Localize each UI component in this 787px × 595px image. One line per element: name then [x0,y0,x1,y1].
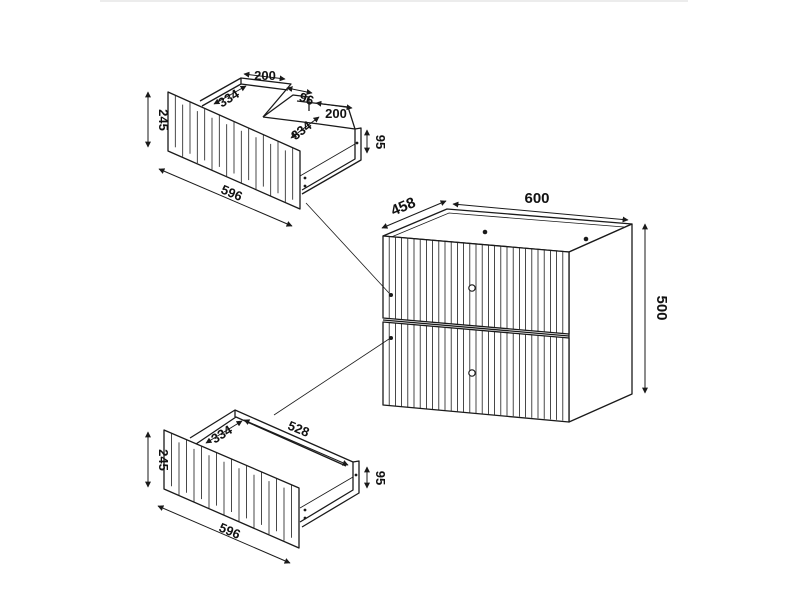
top-drawer-rear-hole [355,141,359,145]
dim-label-top-inner-height: 95 [373,135,388,149]
bottom-drawer-exploded: 334 528 95 245 596 [145,409,388,564]
top-drawer-rail-hole-2 [303,184,307,188]
dim-line-bottom-inner-width [243,419,349,466]
dim-line-bottom-front-width [157,505,291,564]
top-mount-hole-right [583,236,589,242]
dim-line-top-left-width [243,71,286,82]
top-drawer-exploded: 200 334 96 200 334 95 245 596 [145,68,388,227]
cabinet-flutes [388,236,564,421]
lower-drawer-knob [468,369,476,377]
dim-label-top-front-width: 596 [219,182,245,204]
top-drawer-right-wall [301,127,362,195]
dim-line-top-left-depth [213,85,247,105]
dim-line-top-divider-gap [286,86,313,95]
lower-drawer-pointer-dot [389,336,393,340]
dim-label-bottom-inner-depth: 334 [208,422,235,447]
dim-line-bottom-inner-depth [205,420,243,444]
bottom-drawer-right-wall [301,460,360,528]
bottom-drawer-rail-hole-1 [303,508,307,512]
dim-line-top-right-width [315,100,353,111]
dim-label-width: 600 [524,190,549,207]
bottom-drawer-rear-hole [354,473,358,477]
upper-drawer-knob [468,284,476,292]
dim-line-width [452,201,629,223]
drawer-split-line [382,319,570,337]
top-drawer-rail-hole-1 [303,176,307,180]
bottom-drawer-inner-floor [299,476,354,509]
dim-label-bottom-front-height: 245 [156,449,171,471]
dim-label-height: 500 [653,295,670,320]
dim-line-top-right-depth [290,116,320,139]
dim-label-depth: 458 [388,194,418,219]
dim-label-bottom-inner-height: 95 [373,471,388,485]
bottom-drawer-rail-hole-2 [303,516,307,520]
leader-line-upper [305,202,390,294]
dim-label-bottom-inner-width: 528 [286,418,312,440]
cabinet-side-panel [568,223,633,423]
dim-line-depth [381,200,447,229]
dim-label-top-right-width: 200 [325,106,347,121]
upper-drawer-pointer-dot [389,293,393,297]
dim-line-top-front-width [158,168,293,227]
dim-label-top-front-height: 245 [156,109,171,131]
cabinet: 458 600 500 [273,190,670,423]
top-drawer-inner-floor [299,143,356,177]
dim-label-top-left-width: 200 [254,68,276,83]
dim-label-top-divider-gap: 96 [297,89,316,108]
top-mount-hole-left [482,229,488,235]
leader-line-lower [273,338,390,416]
dim-label-bottom-front-width: 596 [217,520,243,542]
